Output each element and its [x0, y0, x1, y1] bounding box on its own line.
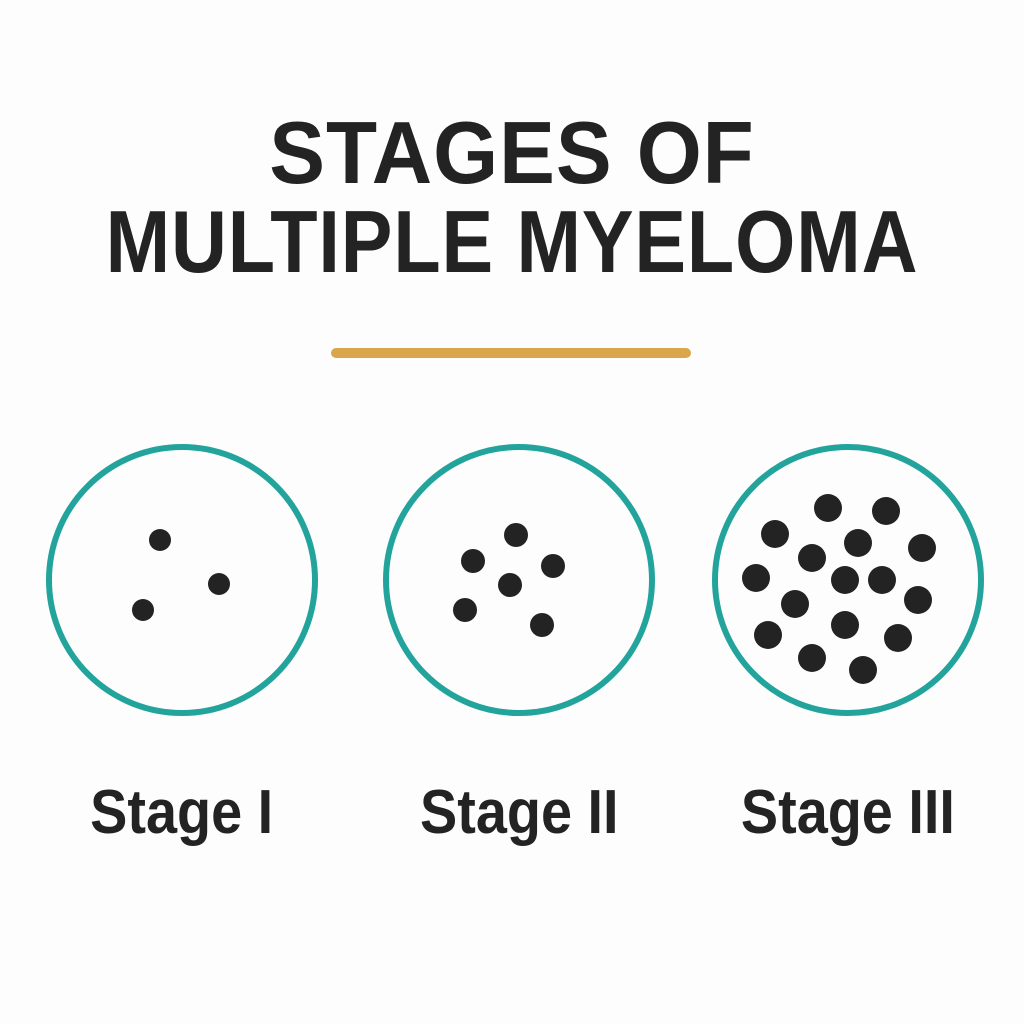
myeloma-cell-dot: [904, 586, 932, 614]
myeloma-cell-dot: [208, 573, 230, 595]
stage-label-3: Stage III: [678, 780, 1018, 845]
stage-label-1: Stage I: [12, 780, 352, 845]
stage-label-2: Stage II: [349, 780, 689, 845]
title-divider: [331, 348, 691, 358]
stage-item-2: [383, 444, 655, 716]
myeloma-cell-dot: [498, 573, 522, 597]
myeloma-cell-dot: [541, 554, 565, 578]
myeloma-cell-dot: [844, 529, 872, 557]
myeloma-cell-dot: [761, 520, 789, 548]
myeloma-cell-dot: [781, 590, 809, 618]
myeloma-cell-dot: [798, 644, 826, 672]
myeloma-cell-dot: [461, 549, 485, 573]
cell-membrane-ring: [383, 444, 655, 716]
myeloma-cell-dot: [814, 494, 842, 522]
myeloma-cell-dot: [530, 613, 554, 637]
title-line-2: MULTIPLE MYELOMA: [105, 191, 919, 291]
myeloma-cell-dot: [504, 523, 528, 547]
myeloma-cell-dot: [453, 598, 477, 622]
myeloma-cell-dot: [831, 566, 859, 594]
myeloma-cell-dot: [868, 566, 896, 594]
stage-label-2-text: Stage II: [419, 778, 619, 847]
myeloma-cell-dot: [798, 544, 826, 572]
cell-circle-icon-1: [46, 444, 318, 716]
cell-circle-icon-2: [383, 444, 655, 716]
page-title: STAGES OF MULTIPLE MYELOMA: [0, 103, 1024, 291]
myeloma-cell-dot: [872, 497, 900, 525]
myeloma-cell-dot: [908, 534, 936, 562]
title-line-1: STAGES OF: [269, 103, 755, 202]
cell-membrane-ring: [46, 444, 318, 716]
myeloma-cell-dot: [754, 621, 782, 649]
stage-item-3: [712, 444, 984, 716]
stage-label-1-text: Stage I: [90, 778, 274, 847]
myeloma-cell-dot: [831, 611, 859, 639]
myeloma-cell-dot: [884, 624, 912, 652]
stage-label-3-text: Stage III: [741, 778, 955, 847]
myeloma-cell-dot: [149, 529, 171, 551]
myeloma-cell-dot: [742, 564, 770, 592]
myeloma-cell-dot: [849, 656, 877, 684]
myeloma-cell-dot: [132, 599, 154, 621]
cell-circle-icon-3: [712, 444, 984, 716]
stage-item-1: [46, 444, 318, 716]
cell-membrane-ring: [712, 444, 984, 716]
